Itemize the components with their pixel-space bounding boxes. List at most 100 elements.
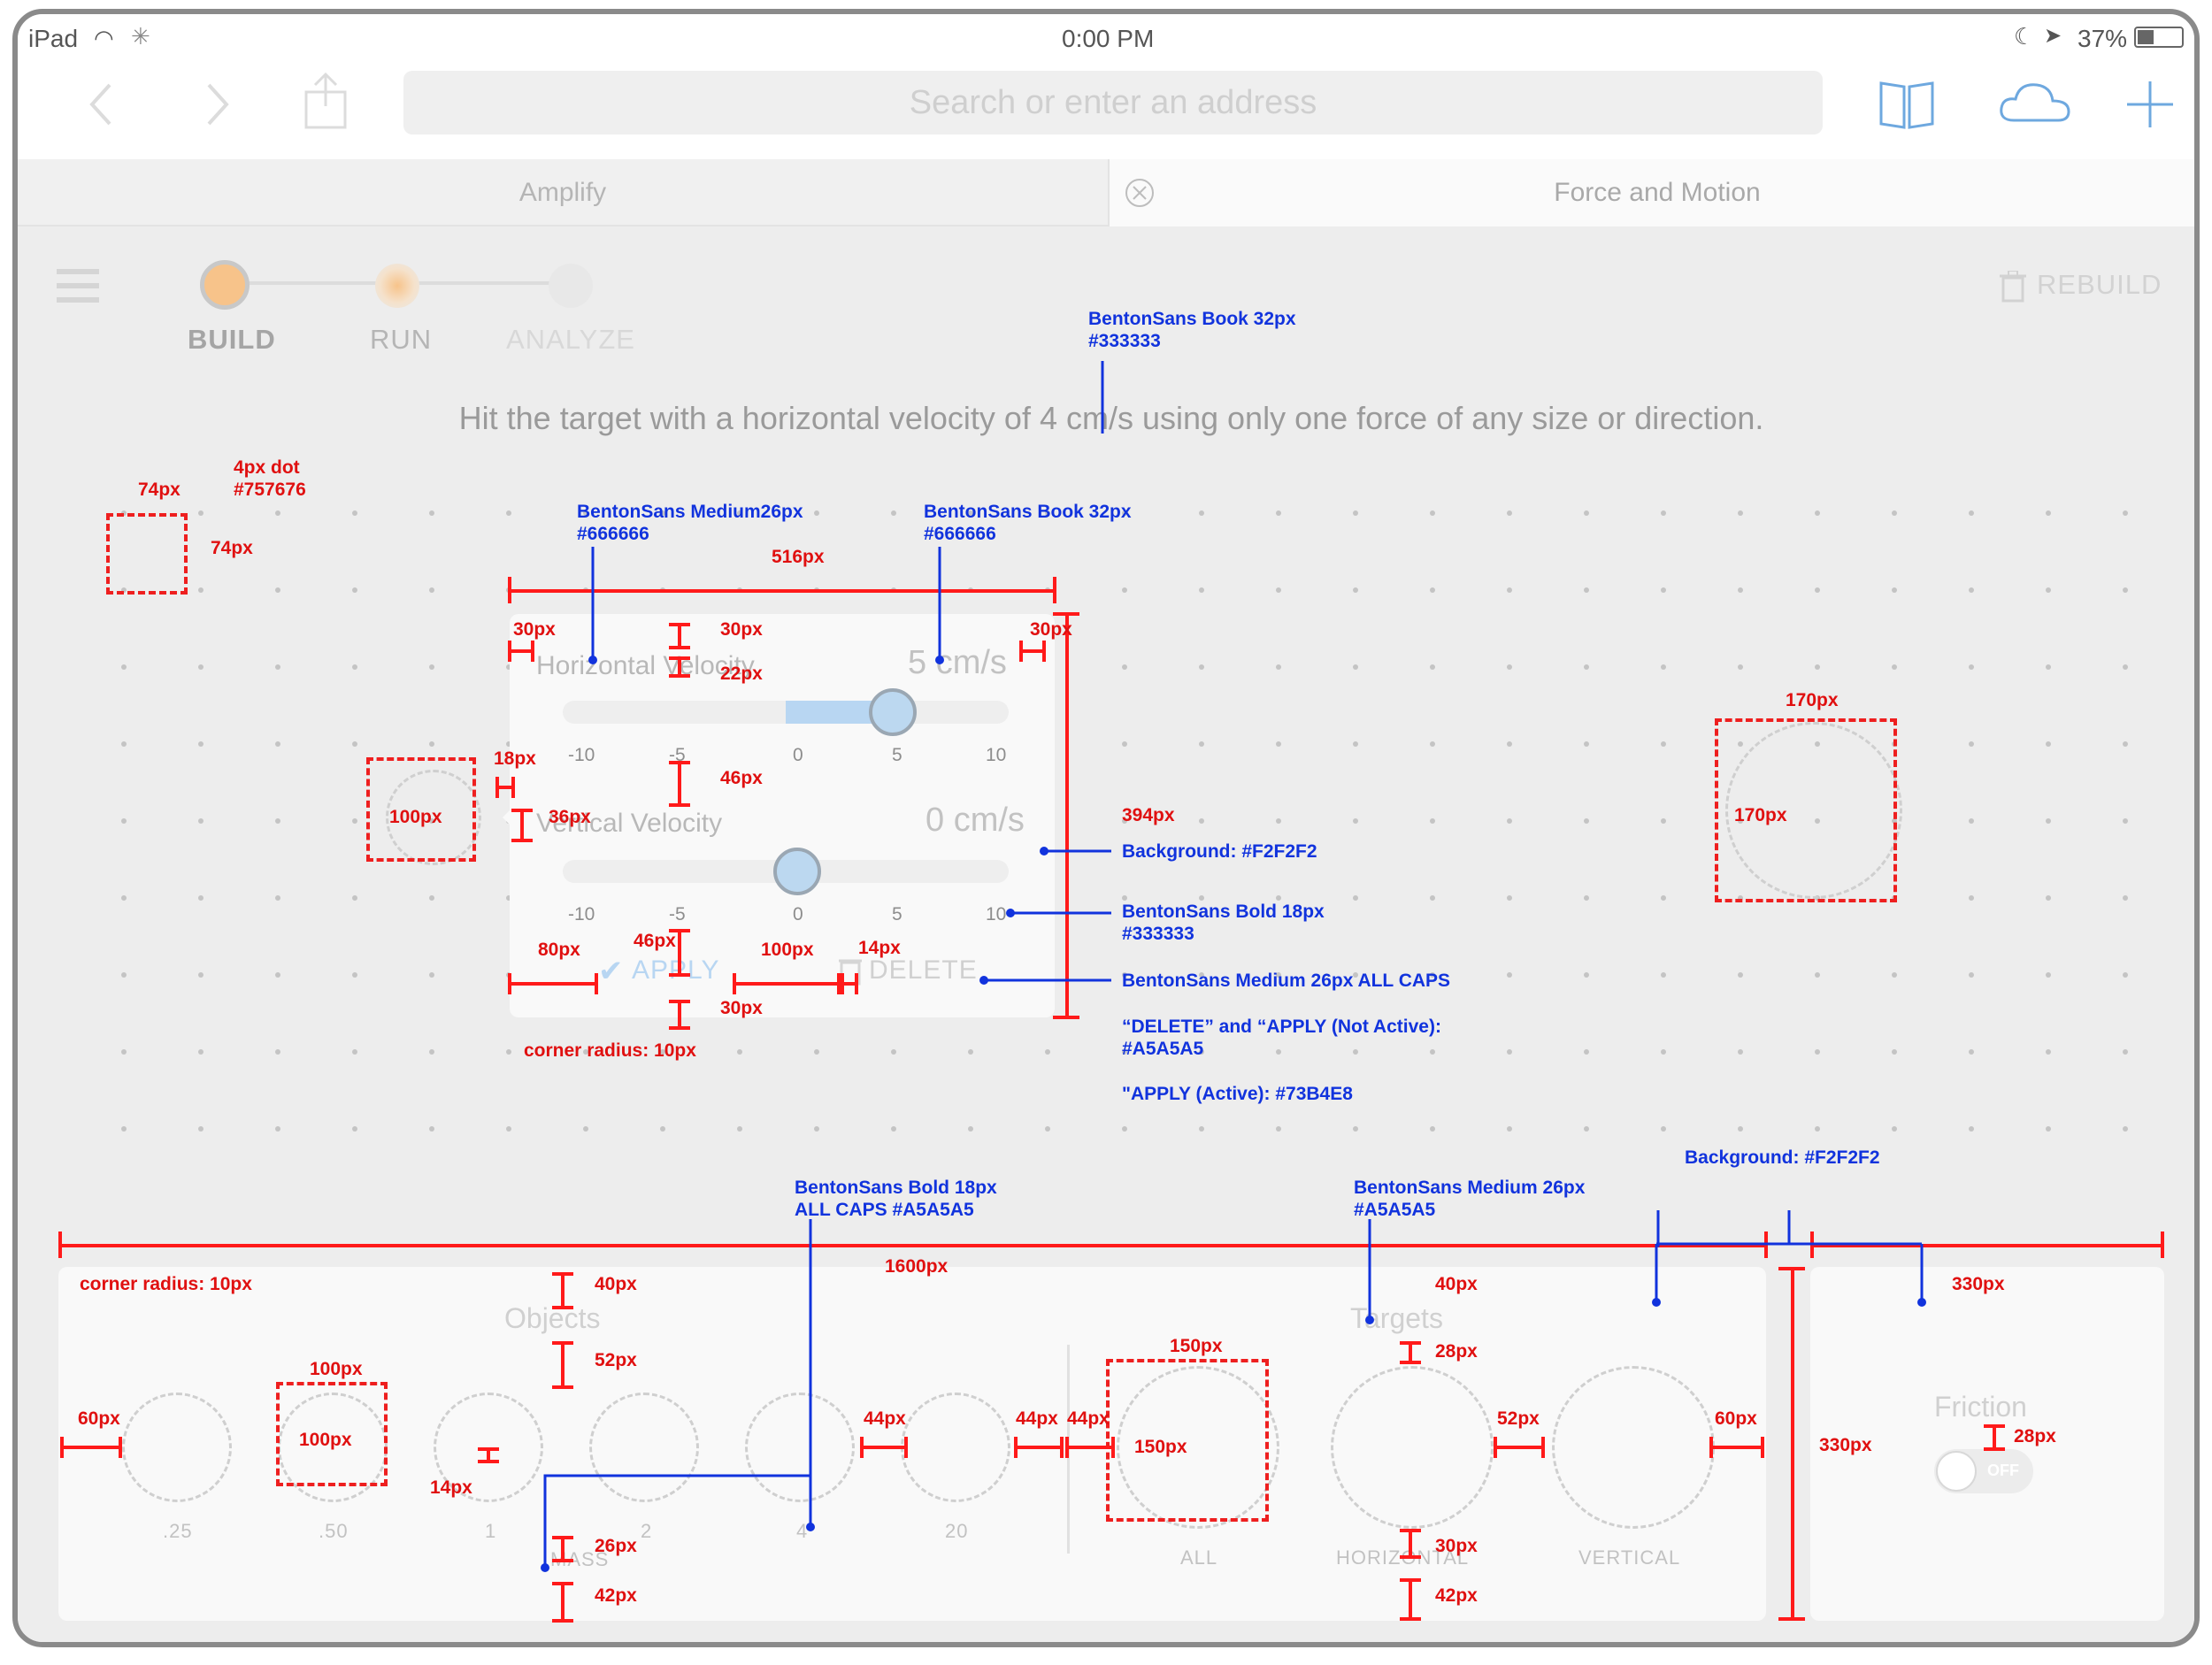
- m-18: 18px: [494, 748, 536, 769]
- battery-icon: [2134, 27, 2184, 48]
- tab-force-and-motion-label: Force and Motion: [1554, 178, 1761, 207]
- status-bar: iPad ◠ ✳ 0:00 PM ☾ ➤ 37%: [18, 14, 2194, 58]
- apply-label: APPLY: [632, 955, 720, 985]
- target-size-box: [1106, 1359, 1269, 1522]
- dim-330: [1810, 1244, 2164, 1247]
- dot-spec-box: [106, 513, 188, 595]
- check-icon: ✔: [598, 955, 624, 988]
- m-100b: 100px: [761, 940, 814, 960]
- object-size-box: [276, 1382, 388, 1486]
- m-radius1: corner radius: 10px: [524, 1040, 696, 1061]
- target-horizontal[interactable]: [1331, 1366, 1494, 1529]
- object-label: .50: [319, 1520, 349, 1542]
- spec-ticks: BentonSans Bold 18px#333333: [1122, 902, 1325, 944]
- m-30b: 30px: [720, 619, 763, 640]
- m-44c: 44px: [1067, 1408, 1110, 1429]
- m-14b: 14px: [430, 1477, 472, 1498]
- object-spec-box: [366, 757, 476, 862]
- m-30e: 30px: [1435, 1536, 1478, 1556]
- simulation-app: BUILD RUN ANALYZE REBUILD Hit the target…: [18, 226, 2194, 1642]
- horizontal-velocity-label: Horizontal Velocity: [536, 651, 755, 680]
- tab-bar: Amplify Force and Motion: [18, 159, 2194, 226]
- vertical-velocity-value: 0 cm/s: [926, 802, 1025, 839]
- objects-targets-panel: Objects Targets .25 .50 1 2 4 20 MASS AL…: [58, 1267, 1766, 1621]
- step-run-label[interactable]: RUN: [370, 324, 433, 355]
- target-label: ALL: [1180, 1546, 1218, 1569]
- tab-amplify[interactable]: Amplify: [18, 159, 1108, 226]
- m-40b: 40px: [1435, 1274, 1478, 1294]
- m-42a: 42px: [595, 1585, 637, 1606]
- address-bar[interactable]: Search or enter an address: [403, 71, 1823, 134]
- object-mass-4[interactable]: [745, 1393, 855, 1502]
- m-52a: 52px: [595, 1350, 637, 1370]
- m-80: 80px: [538, 940, 580, 960]
- vertical-velocity-label: Vertical Velocity: [536, 809, 723, 838]
- object-mass-1[interactable]: [434, 1393, 543, 1502]
- close-tab-icon[interactable]: [1124, 177, 1156, 209]
- m-46b: 46px: [634, 931, 676, 951]
- step-run-dot[interactable]: [375, 264, 419, 308]
- object-mass-2[interactable]: [589, 1393, 699, 1502]
- delete-label: DELETE: [869, 955, 978, 985]
- friction-toggle[interactable]: OFF: [1934, 1449, 2033, 1493]
- v-tick: -5: [669, 904, 686, 925]
- dim-1600: [58, 1244, 1768, 1247]
- m-40a: 40px: [595, 1274, 637, 1294]
- m-14a: 14px: [858, 938, 901, 958]
- m-60b: 60px: [1715, 1408, 1757, 1429]
- scene-target[interactable]: [1725, 722, 1902, 899]
- tab-force-and-motion[interactable]: Force and Motion: [1108, 159, 2194, 226]
- m-170b: 170px: [1734, 805, 1787, 825]
- m-170a: 170px: [1786, 690, 1839, 710]
- target-all[interactable]: [1117, 1366, 1279, 1529]
- m-1600: 1600px: [885, 1256, 949, 1277]
- scene-object[interactable]: [386, 770, 481, 865]
- m-46a: 46px: [720, 768, 763, 788]
- step-build-dot[interactable]: [200, 260, 250, 310]
- object-mass-025[interactable]: [122, 1393, 232, 1502]
- object-label: 4: [796, 1520, 809, 1542]
- dim-330-v: [1791, 1267, 1794, 1621]
- spec-label: BentonSans Medium26px#666666: [577, 502, 803, 544]
- m-30a: 30px: [513, 619, 556, 640]
- target-spec-box: [1715, 718, 1897, 902]
- v-tick: -10: [568, 904, 595, 925]
- share-icon[interactable]: [299, 71, 352, 133]
- h-tick: -5: [669, 745, 686, 765]
- step-build-label[interactable]: BUILD: [188, 324, 276, 355]
- step-analyze-label[interactable]: ANALYZE: [506, 324, 635, 355]
- object-label: 2: [641, 1520, 653, 1542]
- clock: 0:00 PM: [1062, 25, 1155, 52]
- vertical-slider-thumb[interactable]: [773, 848, 821, 895]
- spec-buttons: BentonSans Medium 26px ALL CAPS: [1122, 971, 1451, 991]
- v-tick: 5: [892, 904, 902, 925]
- m-28b: 28px: [2014, 1426, 2056, 1446]
- m-100c: 100px: [310, 1359, 363, 1379]
- rebuild-label: REBUILD: [2037, 269, 2162, 300]
- m-330a: 330px: [1952, 1274, 2005, 1294]
- m-330b: 330px: [1819, 1435, 1872, 1455]
- back-icon[interactable]: [80, 78, 124, 131]
- m-44a: 44px: [864, 1408, 906, 1429]
- horizontal-slider-thumb[interactable]: [869, 688, 917, 736]
- m-28a: 28px: [1435, 1341, 1478, 1362]
- m-26: 26px: [595, 1536, 637, 1556]
- m-radius2: corner radius: 10px: [80, 1274, 252, 1294]
- cloud-icon[interactable]: [1996, 76, 2076, 129]
- v-tick: 0: [793, 904, 803, 925]
- spec-active: "APPLY (Active): #73B4E8: [1122, 1084, 1353, 1104]
- spec-instruction: BentonSans Book 32px#333333: [1088, 309, 1296, 351]
- h-tick: 5: [892, 745, 902, 765]
- m-100a: 100px: [389, 807, 442, 827]
- friction-toggle-knob: [1936, 1451, 1977, 1492]
- add-tab-icon[interactable]: [2124, 78, 2177, 131]
- step-analyze-dot[interactable]: [549, 264, 593, 308]
- menu-icon[interactable]: [57, 267, 101, 306]
- target-label: VERTICAL: [1578, 1546, 1681, 1569]
- m-100d: 100px: [299, 1430, 352, 1450]
- m-30d: 30px: [720, 998, 763, 1018]
- horizontal-velocity-value: 5 cm/s: [908, 644, 1007, 681]
- bookmarks-icon[interactable]: [1876, 78, 1938, 131]
- m-150b: 150px: [1134, 1437, 1187, 1457]
- forward-icon[interactable]: [195, 78, 239, 131]
